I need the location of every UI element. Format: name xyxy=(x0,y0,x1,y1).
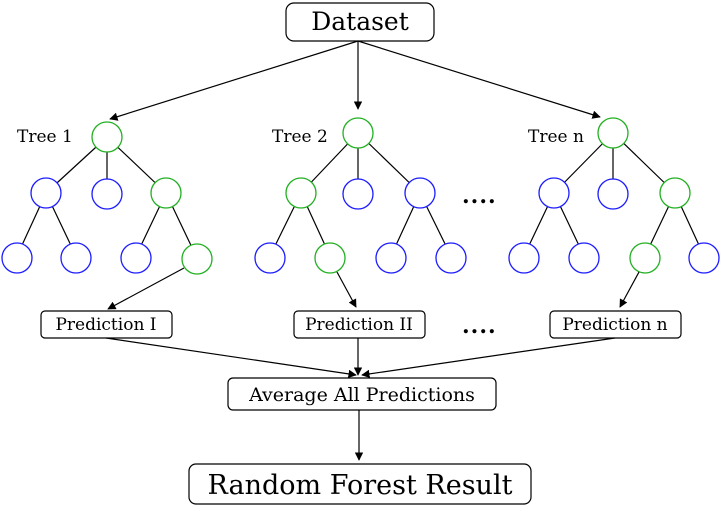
tree-2-leaf-node xyxy=(435,242,467,274)
prediction-ellipsis: .... xyxy=(462,313,497,339)
tree-n-node xyxy=(538,177,570,209)
tree-n-node xyxy=(597,178,629,210)
tree-1-node xyxy=(91,178,123,210)
tree-2-selected-leaf-node xyxy=(314,242,346,274)
result-box: Random Forest Result xyxy=(188,463,532,505)
prediction-box-2: Prediction II xyxy=(293,310,426,339)
tree-1-leaf-node xyxy=(60,242,92,274)
tree-1-leaf-node xyxy=(1,242,33,274)
tree-n-label: Tree n xyxy=(528,127,584,147)
tree-n-root-node xyxy=(597,117,629,149)
tree-n-leaf-node xyxy=(508,242,540,274)
prediction-box-n: Prediction n xyxy=(549,310,682,339)
tree-2: Tree 2 xyxy=(254,117,467,274)
dataset-box: Dataset xyxy=(285,2,435,42)
tree-2-node xyxy=(404,177,436,209)
tree-1-leaf-node xyxy=(120,242,152,274)
prediction-to-average-arrows xyxy=(105,337,616,379)
tree-n-leaf-node xyxy=(688,242,720,274)
tree-1-selected-leaf-node xyxy=(181,243,213,275)
tree-ellipsis: .... xyxy=(462,183,497,209)
tree-2-leaf-node xyxy=(254,242,286,274)
prediction-box-1: Prediction I xyxy=(40,310,173,339)
tree-1-root-node xyxy=(91,121,123,153)
dataset-arrows xyxy=(109,40,601,121)
tree-2-leaf-node xyxy=(375,242,407,274)
tree-1-path-node xyxy=(150,177,182,209)
tree-2-label: Tree 2 xyxy=(272,127,328,147)
leaf-to-prediction-arrows xyxy=(107,267,640,310)
average-label: Average All Predictions xyxy=(248,384,475,406)
tree-1: Tree 1 xyxy=(1,121,213,275)
tree-n: Tree n xyxy=(508,117,720,274)
prediction-n-label: Prediction n xyxy=(562,315,667,335)
arrow-dataset-treen xyxy=(357,40,601,119)
prediction-1-label: Prediction I xyxy=(55,315,156,335)
tree-2-path-node xyxy=(285,177,317,209)
dataset-label: Dataset xyxy=(311,7,409,36)
tree-n-selected-leaf-node xyxy=(629,242,661,274)
tree-2-node xyxy=(342,178,374,210)
average-box: Average All Predictions xyxy=(227,377,497,411)
tree-1-label: Tree 1 xyxy=(17,127,73,147)
tree-n-leaf-node xyxy=(568,242,600,274)
tree-1-node xyxy=(30,177,62,209)
result-label: Random Forest Result xyxy=(208,470,513,501)
arrow-dataset-tree1 xyxy=(109,40,359,121)
tree-2-root-node xyxy=(342,117,374,149)
prediction-2-label: Prediction II xyxy=(305,315,413,335)
tree-n-path-node xyxy=(659,177,691,209)
